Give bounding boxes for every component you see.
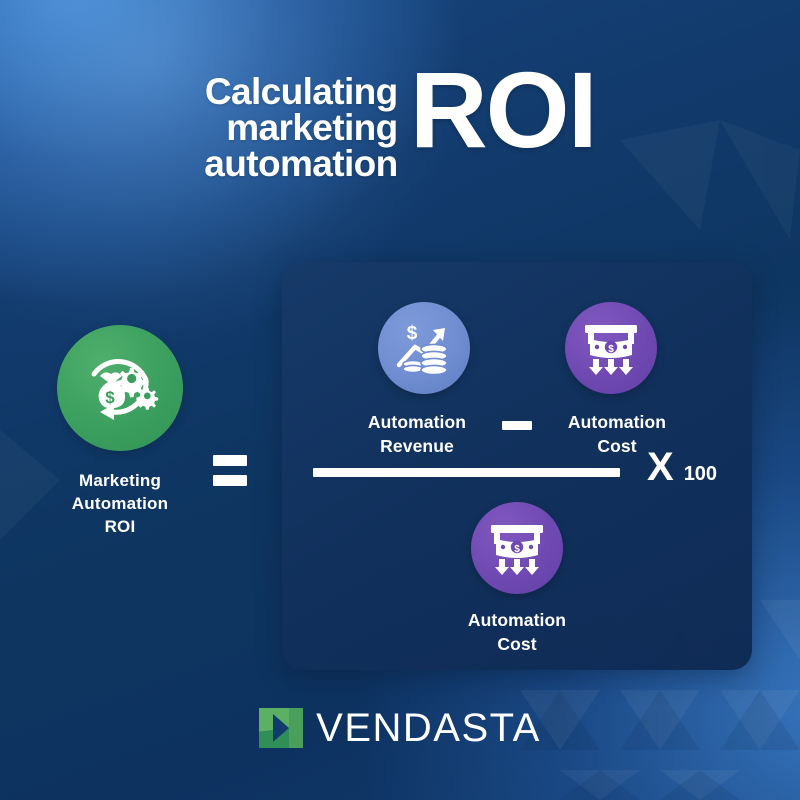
page-title: Calculating marketing automation ROI [0, 49, 800, 184]
brand-name: VENDASTA [316, 706, 541, 750]
title-lines: Calculating marketing automation [204, 62, 398, 184]
numerator-icons: $ [282, 302, 752, 394]
automation-revenue-label-line-1: Automation [367, 412, 467, 432]
automation-cost-label-line-1: Automation [567, 412, 667, 432]
svg-text:$: $ [105, 388, 115, 407]
brand-logo: VENDASTA [0, 706, 800, 750]
svg-text:$: $ [514, 544, 520, 555]
title-emphasis-roi: ROI [409, 49, 598, 170]
svg-text:$: $ [406, 323, 417, 344]
title-line-3: automation [204, 143, 398, 184]
automation-revenue-label: Automation Revenue [342, 410, 492, 458]
denominator-label-line-1: Automation [467, 610, 567, 630]
denominator-automation-cost-icon-circle: $ [471, 502, 563, 594]
fraction-bar [313, 468, 620, 477]
svg-text:$: $ [608, 344, 614, 355]
equals-sign [213, 455, 247, 486]
result-label-line-2: Automation [71, 494, 169, 513]
title-line-1: Calculating [204, 71, 398, 112]
equals-bar-bottom [213, 475, 247, 486]
multiplier-value: 100 [683, 463, 718, 485]
equals-bar-top [213, 455, 247, 466]
result-label-line-1: Marketing [78, 471, 162, 490]
formula-panel: $ [282, 262, 752, 670]
automation-cost-label: Automation Cost [542, 410, 692, 458]
title-line-2: marketing [226, 107, 398, 148]
vendasta-logo-mark [259, 708, 304, 748]
denominator-label: Automation Cost [442, 608, 592, 656]
numerator-labels: Automation Revenue Automation Cost [282, 410, 752, 458]
multiplier: X 100 [647, 447, 717, 487]
money-dispenser-cost-icon: $ [584, 325, 637, 375]
minus-sign [502, 421, 532, 430]
automation-revenue-label-line-2: Revenue [380, 436, 454, 456]
result-label: Marketing Automation ROI [30, 469, 210, 538]
automation-cost-label-line-2: Cost [597, 436, 637, 456]
money-bag-gears-cycle-icon: $ [91, 359, 159, 420]
automation-cost-icon-circle: $ [564, 302, 657, 394]
denominator: $ Automation Cost [282, 502, 752, 656]
result-label-line-3: ROI [104, 517, 136, 536]
automation-revenue-icon-circle: $ [377, 302, 470, 394]
marketing-automation-roi-icon-circle: $ [57, 325, 183, 451]
revenue-growth-coins-icon: $ [396, 323, 448, 376]
money-dispenser-cost-icon: $ [491, 525, 543, 575]
times-symbol: X [647, 445, 674, 489]
result-term: $ Marketing Automation ROI [30, 325, 210, 538]
denominator-label-line-2: Cost [497, 634, 537, 654]
